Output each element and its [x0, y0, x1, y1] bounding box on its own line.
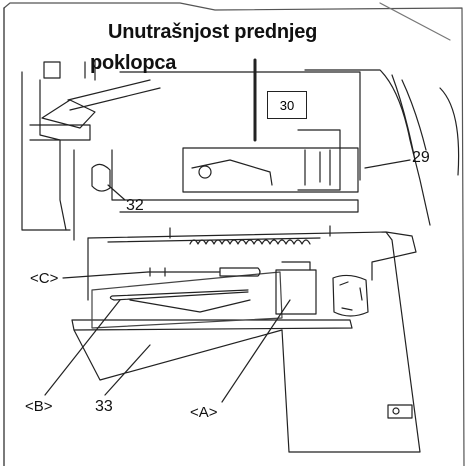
callout-29: 29 [412, 149, 430, 166]
leader-c [62, 271, 149, 279]
tool-b-tweezers [109, 289, 249, 301]
spring-rod [107, 237, 321, 243]
storage-compartment [91, 271, 283, 329]
tool-c-handle [219, 267, 261, 277]
tension-spring [189, 239, 311, 245]
leader-a [221, 299, 291, 403]
outer-frame [3, 2, 465, 466]
lever-left [191, 159, 273, 186]
latch-screw [392, 407, 400, 415]
hand-wheel [439, 87, 460, 176]
spring-hooks [169, 225, 331, 239]
thread-guide [84, 59, 96, 81]
lever-pivot [198, 165, 212, 179]
callout-33: 33 [95, 398, 113, 415]
leader-b [44, 299, 121, 396]
leader-33 [104, 344, 151, 396]
frame-corner-line [379, 2, 451, 41]
tool-c-shaft [147, 267, 221, 277]
window-corners [339, 281, 363, 311]
knife-lever [91, 163, 111, 192]
section-title-line1: Unutrašnjost prednjeg [108, 21, 318, 43]
cover-bottom-inner [281, 329, 290, 453]
callout-b: <B> [25, 398, 53, 415]
looper-arm [67, 79, 161, 111]
tray-top [71, 319, 353, 331]
tool-a-box [275, 269, 317, 315]
hand-wheel-ridge [391, 74, 427, 161]
callout-a: <A> [190, 404, 218, 421]
leader-29 [364, 159, 411, 169]
upper-cover-edge [119, 71, 361, 181]
tension-rods [304, 149, 331, 186]
cover-right-edge [288, 231, 421, 453]
needle-bar [43, 61, 61, 79]
cover-latch [387, 404, 413, 419]
right-housing [304, 69, 431, 226]
tool-b-wire [129, 299, 251, 313]
cover-top-edge [87, 231, 417, 281]
leader-32 [107, 184, 126, 201]
cover-window [332, 274, 369, 317]
lower-body-ledge [111, 149, 359, 213]
tool-a-cap [281, 261, 311, 271]
presser-foot [41, 99, 96, 129]
section-title-line2: poklopca [90, 52, 177, 74]
callout-c: <C> [30, 270, 59, 287]
callout-30: 30 [267, 91, 307, 119]
callout-32: 32 [126, 197, 144, 214]
tension-block [297, 129, 341, 191]
inner-mechanism-panel [182, 147, 359, 193]
needle-plate [29, 124, 91, 141]
needle-column [39, 79, 67, 231]
tray-front [73, 329, 283, 381]
left-body-edge [21, 71, 71, 231]
